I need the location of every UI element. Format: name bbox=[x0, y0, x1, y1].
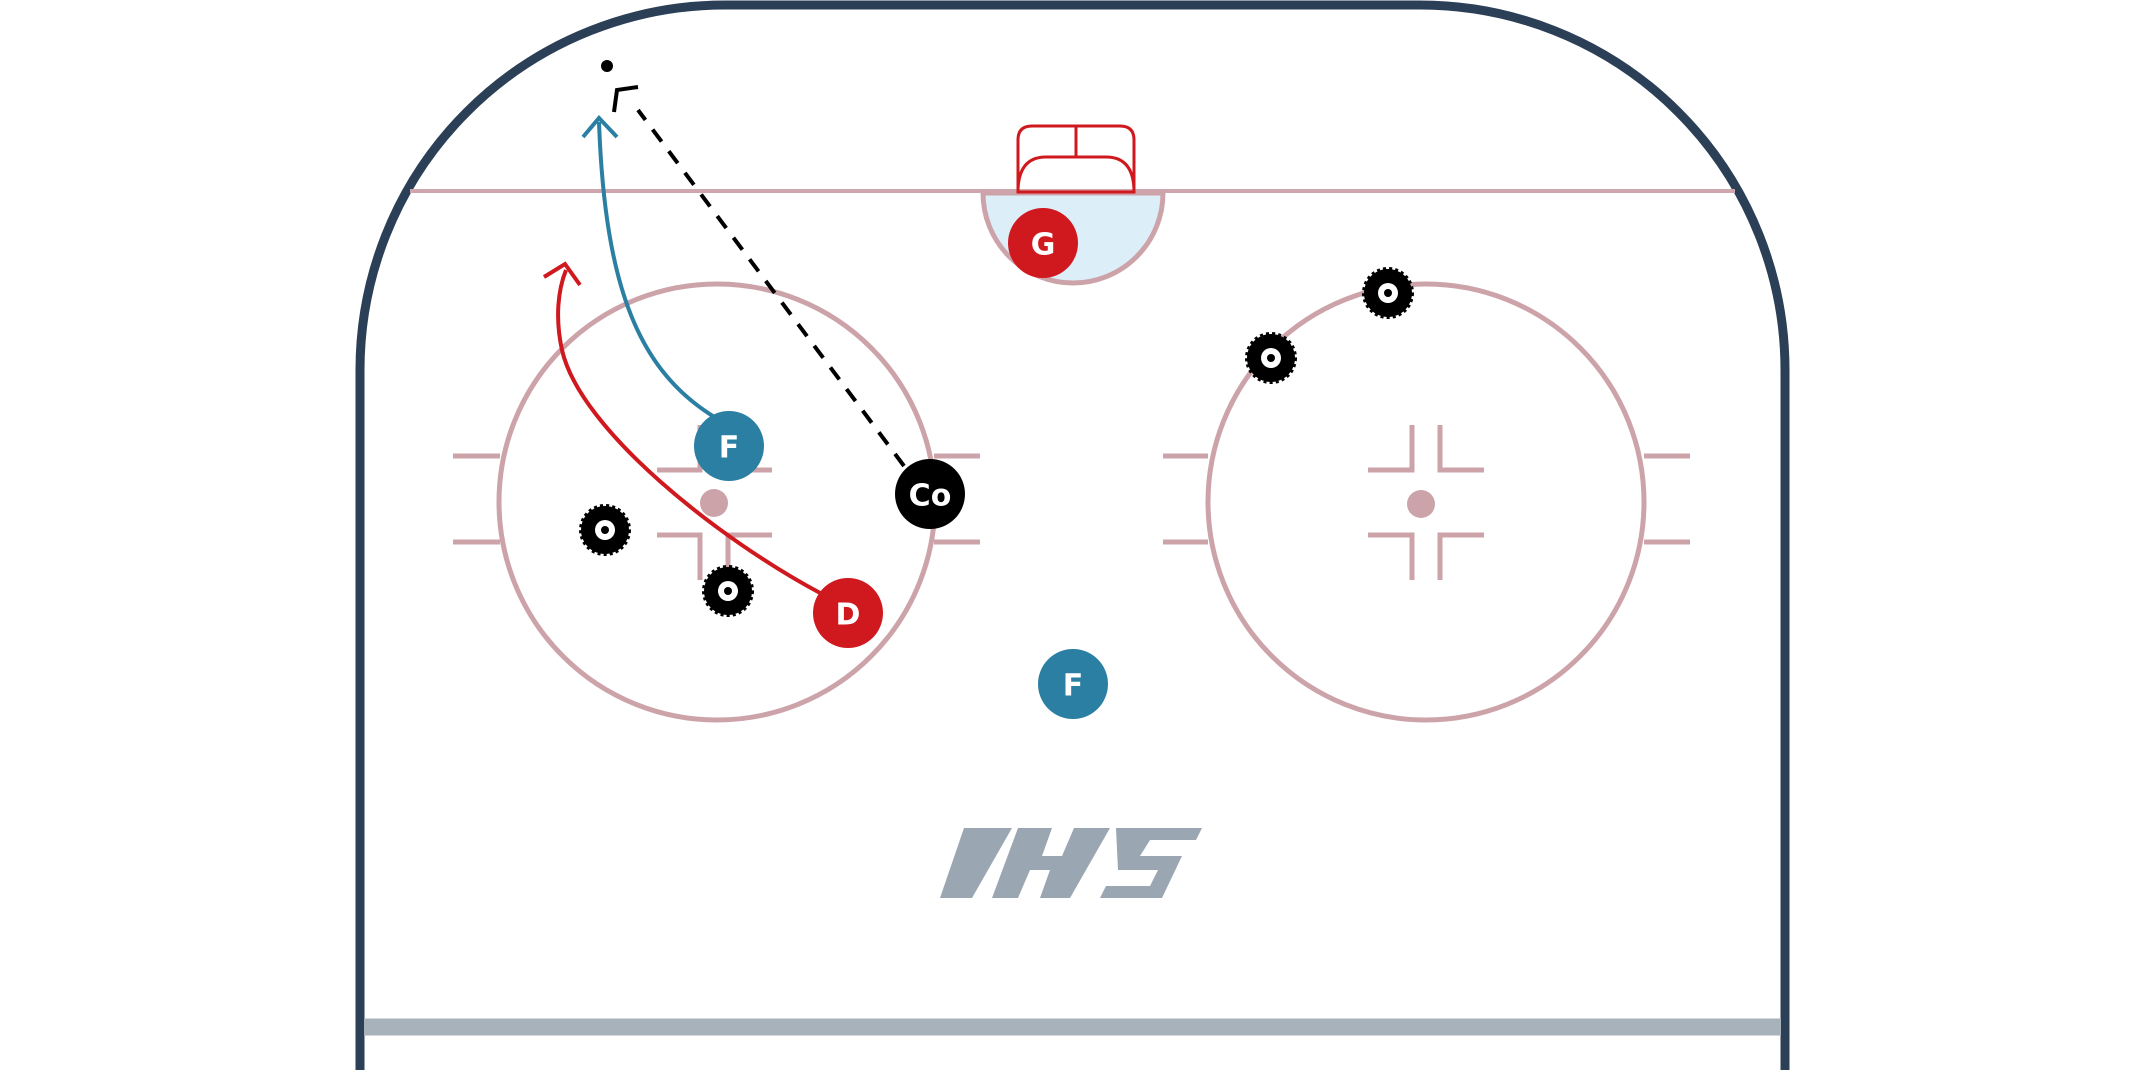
target-point bbox=[601, 60, 613, 72]
forward-skate-path bbox=[597, 121, 718, 420]
goal-net bbox=[1016, 124, 1136, 194]
player-defense: D bbox=[813, 578, 883, 648]
player-goalie: G bbox=[1008, 208, 1078, 278]
right-faceoff-circle bbox=[1163, 281, 1690, 723]
puck-left bbox=[579, 504, 631, 556]
player-forward-top-label: F bbox=[719, 431, 740, 466]
puck-right-lower bbox=[1245, 332, 1297, 384]
player-goalie-label: G bbox=[1031, 228, 1056, 263]
coach-pass-line bbox=[636, 108, 906, 468]
player-forward-bottom: F bbox=[1038, 649, 1108, 719]
player-forward-bottom-label: F bbox=[1063, 669, 1084, 704]
player-forward-top: F bbox=[694, 411, 764, 481]
player-coach: Co bbox=[895, 459, 965, 529]
ihs-logo bbox=[940, 828, 1202, 898]
puck-right-upper bbox=[1362, 267, 1414, 319]
rink-boards bbox=[355, 0, 1790, 1070]
right-faceoff-dot bbox=[1407, 490, 1435, 518]
defense-skate-arrowhead bbox=[542, 261, 582, 287]
puck-center-left bbox=[702, 565, 754, 617]
forward-skate-arrowhead bbox=[581, 114, 619, 139]
defense-skate-path bbox=[556, 269, 823, 596]
target-marker bbox=[612, 85, 639, 113]
left-faceoff-dot bbox=[700, 489, 728, 517]
player-defense-label: D bbox=[836, 598, 861, 633]
player-coach-label: Co bbox=[909, 479, 952, 514]
